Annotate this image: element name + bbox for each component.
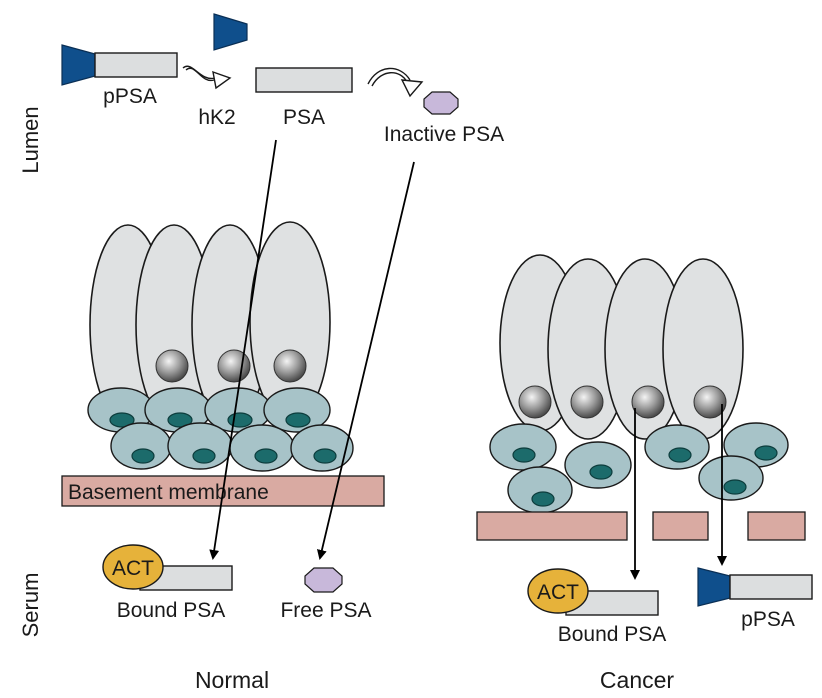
free-psa-icon: [304, 567, 343, 593]
serum-label: Serum: [18, 573, 43, 638]
basal-cell: [698, 455, 764, 501]
basal-nucleus: [227, 412, 253, 428]
bound-psa-label-cancer: Bound PSA: [558, 623, 667, 646]
bound-psa-complex-normal: ACT: [102, 544, 233, 591]
free-psa-label: Free PSA: [280, 599, 371, 622]
luminal-nucleus: [570, 385, 604, 419]
luminal-nucleus: [155, 349, 189, 383]
psa-molecule: [255, 67, 353, 93]
luminal-nucleus: [693, 385, 727, 419]
normal-label: Normal: [195, 667, 269, 693]
psa-to-bound-arrow: [209, 139, 277, 560]
act-label-normal: ACT: [112, 557, 154, 580]
lumen-label: Lumen: [18, 106, 43, 173]
ppsa-molecule-top: [61, 44, 178, 86]
basal-nucleus: [192, 448, 216, 464]
basal-nucleus: [723, 479, 747, 495]
basal-nucleus: [531, 491, 555, 507]
basal-nucleus: [754, 445, 778, 461]
luminal-nucleus: [518, 385, 552, 419]
basement-membrane-segment: [747, 511, 806, 541]
bound-psa-label-normal: Bound PSA: [117, 599, 226, 622]
psa-bar: [94, 52, 178, 78]
bound-psa-complex-cancer: ACT: [527, 568, 659, 616]
luminal-nucleus: [273, 349, 307, 383]
basal-nucleus: [589, 464, 613, 480]
act-protein: [102, 544, 164, 590]
inactive-to-free-arrow: [316, 161, 415, 560]
cleavage-arrow-icon: [182, 65, 232, 90]
basal-cell: [229, 424, 295, 472]
basement-membrane-label: Basement membrane: [68, 481, 269, 504]
basal-cell: [290, 424, 354, 472]
basal-cell: [644, 424, 710, 470]
luminal-nucleus: [631, 385, 665, 419]
basal-nucleus: [285, 412, 311, 428]
inactivation-arrow-icon: [367, 67, 424, 98]
basal-nucleus: [167, 412, 193, 428]
psa-label: PSA: [283, 106, 325, 129]
normal-epithelium: [87, 221, 354, 472]
basement-membrane-segment: [476, 511, 628, 541]
basement-membrane-segment: [652, 511, 709, 541]
inactive-psa-icon: [423, 91, 459, 115]
ppsa-label-cancer: pPSA: [741, 608, 795, 631]
basal-cell: [489, 423, 557, 471]
act-label-cancer: ACT: [537, 581, 579, 604]
pro-peptide-wedge: [61, 44, 96, 86]
act-protein: [527, 568, 589, 614]
psa-bar: [729, 574, 813, 600]
released-pro-peptide: [213, 13, 248, 51]
basal-nucleus: [313, 448, 337, 464]
hk2-label: hK2: [198, 106, 235, 129]
pro-peptide-wedge: [697, 567, 731, 607]
basal-cell: [263, 387, 331, 433]
basal-nucleus: [512, 447, 536, 463]
cancer-label: Cancer: [600, 667, 674, 693]
ppsa-label-top: pPSA: [103, 85, 157, 108]
luminal-nucleus: [217, 349, 251, 383]
ppsa-molecule-cancer: [697, 567, 813, 607]
basal-nucleus: [668, 447, 692, 463]
cancer-epithelium: [489, 254, 789, 514]
basal-nucleus: [131, 448, 155, 464]
inactive-psa-label: Inactive PSA: [384, 123, 504, 146]
basal-nucleus: [109, 412, 135, 428]
basal-nucleus: [254, 448, 278, 464]
